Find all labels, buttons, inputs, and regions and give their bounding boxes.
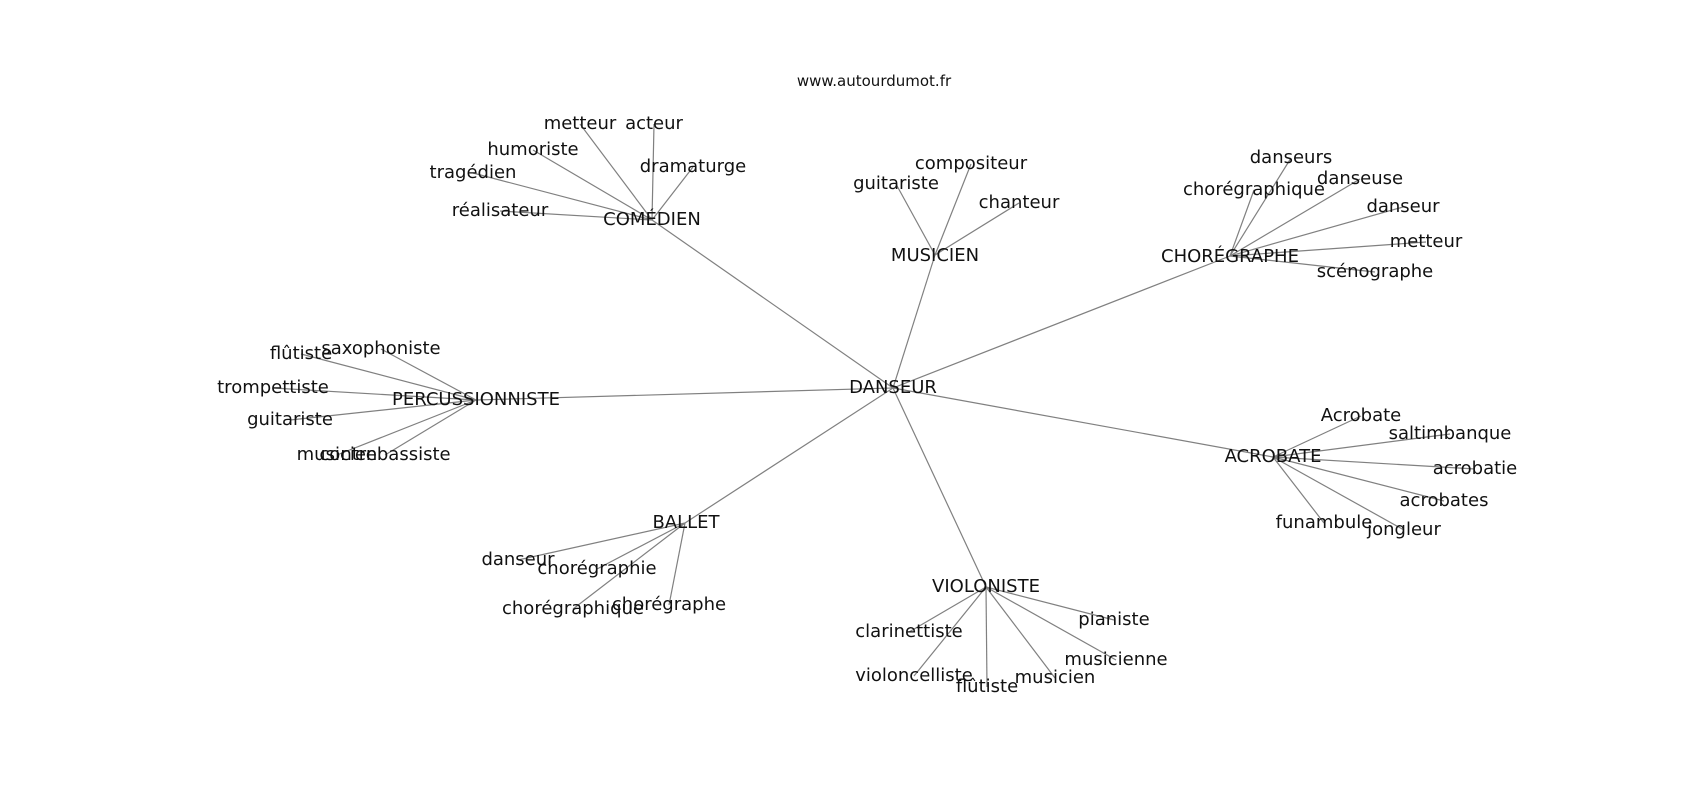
- leaf-node-label: acrobates: [1400, 490, 1489, 511]
- group-node-percussionniste: PERCUSSIONNISTE: [392, 389, 560, 410]
- leaf-node-label: metteur: [1390, 231, 1463, 252]
- leaf-node-label: pianiste: [1078, 609, 1149, 630]
- leaf-node-label: chorégraphe: [612, 594, 726, 615]
- leaf-node-label: danseur: [481, 549, 555, 570]
- edge-acrobate-leaf: [1272, 456, 1405, 531]
- edge-acrobate-leaf: [1272, 433, 1451, 458]
- leaf-node-label: chorégraphique: [502, 598, 644, 619]
- edge-choregraphe-leaf: [1229, 255, 1376, 273]
- edge-violoniste-leaf: [985, 586, 1115, 621]
- edge-choregraphe-leaf: [1229, 189, 1255, 257]
- group-node-ballet: BALLET: [652, 512, 720, 533]
- leaf-node-label: Acrobate: [1321, 405, 1402, 426]
- edge-violoniste-leaf: [908, 586, 987, 633]
- leaf-node-label: trompettiste: [217, 377, 329, 398]
- leaf-node-label: metteur: [544, 113, 617, 134]
- leaf-node-label: flûtiste: [956, 676, 1018, 697]
- root-node-label: DANSEUR: [849, 377, 937, 398]
- edge-musicien-leaf: [934, 202, 1020, 256]
- edge-percussionniste-leaf: [289, 399, 477, 421]
- edge-violoniste-leaf: [985, 586, 1117, 661]
- edge-percussionniste-leaf: [380, 348, 477, 401]
- edge-comedien-leaf: [651, 123, 655, 221]
- edge-comedien-leaf: [651, 166, 694, 221]
- edge-acrobate-leaf: [1272, 456, 1325, 524]
- labels-layer: DANSEUR COMÉDIEN metteur acteur humoriste dra…: [217, 113, 1517, 697]
- edge-ballet-leaf: [572, 522, 686, 610]
- edge-musicien-leaf: [934, 163, 972, 256]
- leaf-node-label: musicien: [1015, 667, 1096, 688]
- leaf-node-label: guitariste: [247, 409, 333, 430]
- leaf-node-label: réalisateur: [452, 200, 549, 221]
- edge-choregraphe-leaf: [1229, 178, 1361, 257]
- group-node-comedien: COMÉDIEN: [603, 208, 701, 230]
- leaf-node-label: flûtiste: [270, 343, 332, 364]
- edge-acrobate-leaf: [1272, 456, 1476, 470]
- edge-violoniste-leaf: [985, 586, 1056, 679]
- edge-choregraphe-leaf: [1229, 241, 1427, 257]
- group-node-acrobate: ACROBATE: [1225, 446, 1322, 467]
- leaf-node-label: saxophoniste: [321, 338, 440, 359]
- edge-comedien-leaf: [472, 172, 653, 221]
- leaf-node-label: guitariste: [853, 173, 939, 194]
- leaf-node-label: dramaturge: [640, 156, 746, 177]
- edge-violoniste-leaf: [913, 586, 987, 677]
- group-node-choregraphe: CHORÉGRAPHE: [1161, 245, 1299, 267]
- leaf-node-label: danseurs: [1250, 147, 1333, 168]
- edge-root-choregraphe: [892, 255, 1231, 389]
- edge-ballet-leaf: [517, 522, 686, 561]
- leaf-node-label: scénographe: [1317, 261, 1434, 282]
- edges-layer: [272, 123, 1476, 688]
- leaf-node-label: musicienne: [1064, 649, 1167, 670]
- edge-violoniste-leaf: [985, 586, 988, 688]
- leaf-node-label: violoncelliste: [855, 665, 973, 686]
- edge-percussionniste-leaf: [300, 353, 477, 401]
- edge-comedien-leaf: [499, 210, 653, 221]
- leaf-node-label: danseuse: [1317, 168, 1403, 189]
- site-watermark: www.autourdumot.fr: [796, 72, 952, 90]
- edge-choregraphe-leaf: [1229, 206, 1404, 257]
- leaf-node-label: saltimbanque: [1389, 423, 1512, 444]
- edge-acrobate-leaf: [1272, 415, 1362, 458]
- leaf-node-label: humoriste: [487, 139, 578, 160]
- leaf-node-label: compositeur: [915, 153, 1028, 174]
- leaf-node-label: jongleur: [1366, 519, 1441, 540]
- leaf-node-label: acteur: [625, 113, 683, 134]
- leaf-node-label: clarinettiste: [855, 621, 962, 642]
- edge-root-violoniste: [892, 387, 987, 588]
- edge-ballet-leaf: [668, 522, 686, 606]
- edge-percussionniste-leaf: [384, 399, 477, 456]
- leaf-node-label: funambule: [1276, 512, 1373, 533]
- leaf-node-label: contrebassiste: [319, 444, 450, 465]
- edge-root-ballet: [684, 387, 894, 524]
- edge-root-musicien: [892, 254, 936, 389]
- edge-comedien-leaf: [579, 123, 653, 221]
- edge-percussionniste-leaf: [272, 387, 477, 401]
- leaf-node-label: chorégraphie: [537, 558, 656, 579]
- leaf-node-label: chanteur: [979, 192, 1060, 213]
- group-node-violoniste: VIOLONISTE: [932, 576, 1040, 597]
- edge-acrobate-leaf: [1272, 456, 1445, 502]
- leaf-node-label: danseur: [1366, 196, 1440, 217]
- edge-root-acrobate: [892, 387, 1274, 458]
- edge-ballet-leaf: [596, 522, 686, 570]
- edge-percussionniste-leaf: [336, 399, 477, 456]
- leaf-node-label: tragédien: [430, 162, 517, 183]
- edge-root-percussionniste: [475, 387, 894, 401]
- edge-musicien-leaf: [895, 183, 936, 256]
- leaf-node-label: musicien: [297, 444, 378, 465]
- leaf-node-label: chorégraphique: [1183, 179, 1325, 200]
- edge-choregraphe-leaf: [1229, 157, 1292, 257]
- group-node-musicien: MUSICIEN: [891, 245, 979, 266]
- edge-root-comedien: [651, 219, 894, 389]
- leaf-node-label: acrobatie: [1433, 458, 1518, 479]
- edge-comedien-leaf: [532, 149, 653, 221]
